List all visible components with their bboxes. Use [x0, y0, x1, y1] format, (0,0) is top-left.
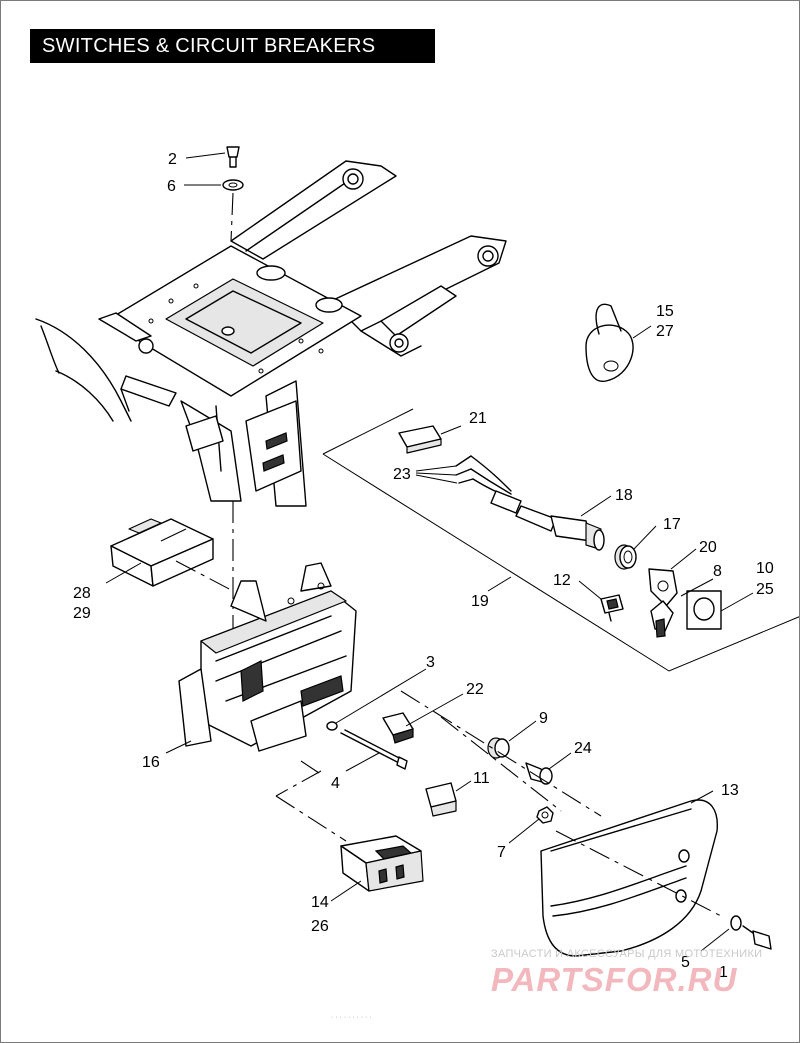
callout-26: 26: [311, 918, 329, 935]
callout-10: 10: [756, 560, 774, 577]
callout-13: 13: [721, 782, 739, 799]
callout-21: 21: [469, 410, 487, 427]
clip-part-12: [600, 594, 624, 622]
washer-part-6: [222, 179, 244, 191]
relay-part-11: [425, 782, 457, 817]
screw-part-1: [742, 925, 772, 950]
bracket-part-20: [648, 568, 678, 638]
callout-11: 11: [473, 770, 490, 787]
callout-5: 5: [681, 954, 690, 971]
callout-1: 1: [719, 964, 728, 981]
callout-8: 8: [713, 563, 722, 580]
grommet-part-9: [487, 737, 510, 759]
callout-22: 22: [466, 681, 484, 698]
cover-part-28-29: [110, 518, 214, 587]
callout-15: 15: [656, 303, 674, 320]
circuit-breaker-part-14-26: [340, 835, 424, 892]
watermark-logo: PARTSFOR.RU: [491, 961, 738, 998]
screw-part-2: [226, 146, 240, 168]
callout-19: 19: [471, 593, 489, 610]
switch-part-18: [490, 490, 605, 551]
callout-6: 6: [167, 178, 176, 195]
callout-23: 23: [393, 466, 411, 483]
nut-part-7: [536, 806, 554, 824]
seal-part-10-25: [686, 590, 722, 630]
callout-14: 14: [311, 894, 329, 911]
frame-assembly: [35, 160, 507, 507]
callout-16: 16: [142, 754, 160, 771]
callout-9: 9: [539, 710, 548, 727]
connector-part-21: [398, 425, 442, 454]
bolt-part-4: [340, 729, 408, 770]
terminals-part-23: [455, 455, 512, 498]
callout-29: 29: [73, 605, 91, 622]
callout-28: 28: [73, 585, 91, 602]
nut-part-17: [614, 544, 637, 570]
callout-4: 4: [331, 775, 340, 792]
tie-strap-part-15-27: [585, 303, 634, 382]
callout-2: 2: [168, 151, 177, 168]
callout-25: 25: [756, 581, 774, 598]
washer-part-3: [326, 721, 338, 731]
callout-12: 12: [553, 572, 571, 589]
cover-part-13: [540, 799, 718, 957]
fuse-part-22: [382, 712, 414, 744]
fuse-block-part-16: [178, 562, 357, 752]
callout-17: 17: [663, 516, 681, 533]
callout-18: 18: [615, 487, 633, 504]
callout-3: 3: [426, 654, 435, 671]
sleeve-part-24: [525, 762, 553, 785]
callout-27: 27: [656, 323, 674, 340]
page-title: SWITCHES & CIRCUIT BREAKERS: [30, 29, 435, 63]
callout-20: 20: [699, 539, 717, 556]
callout-7: 7: [497, 844, 506, 861]
footer-note: · · · · · · · · · ·: [331, 1014, 372, 1021]
washer-part-5: [730, 915, 742, 931]
watermark-caption: ЗАПЧАСТИ И АКСЕССУАРЫ ДЛЯ МОТОТЕХНИКИ: [491, 948, 763, 960]
callout-24: 24: [574, 740, 592, 757]
